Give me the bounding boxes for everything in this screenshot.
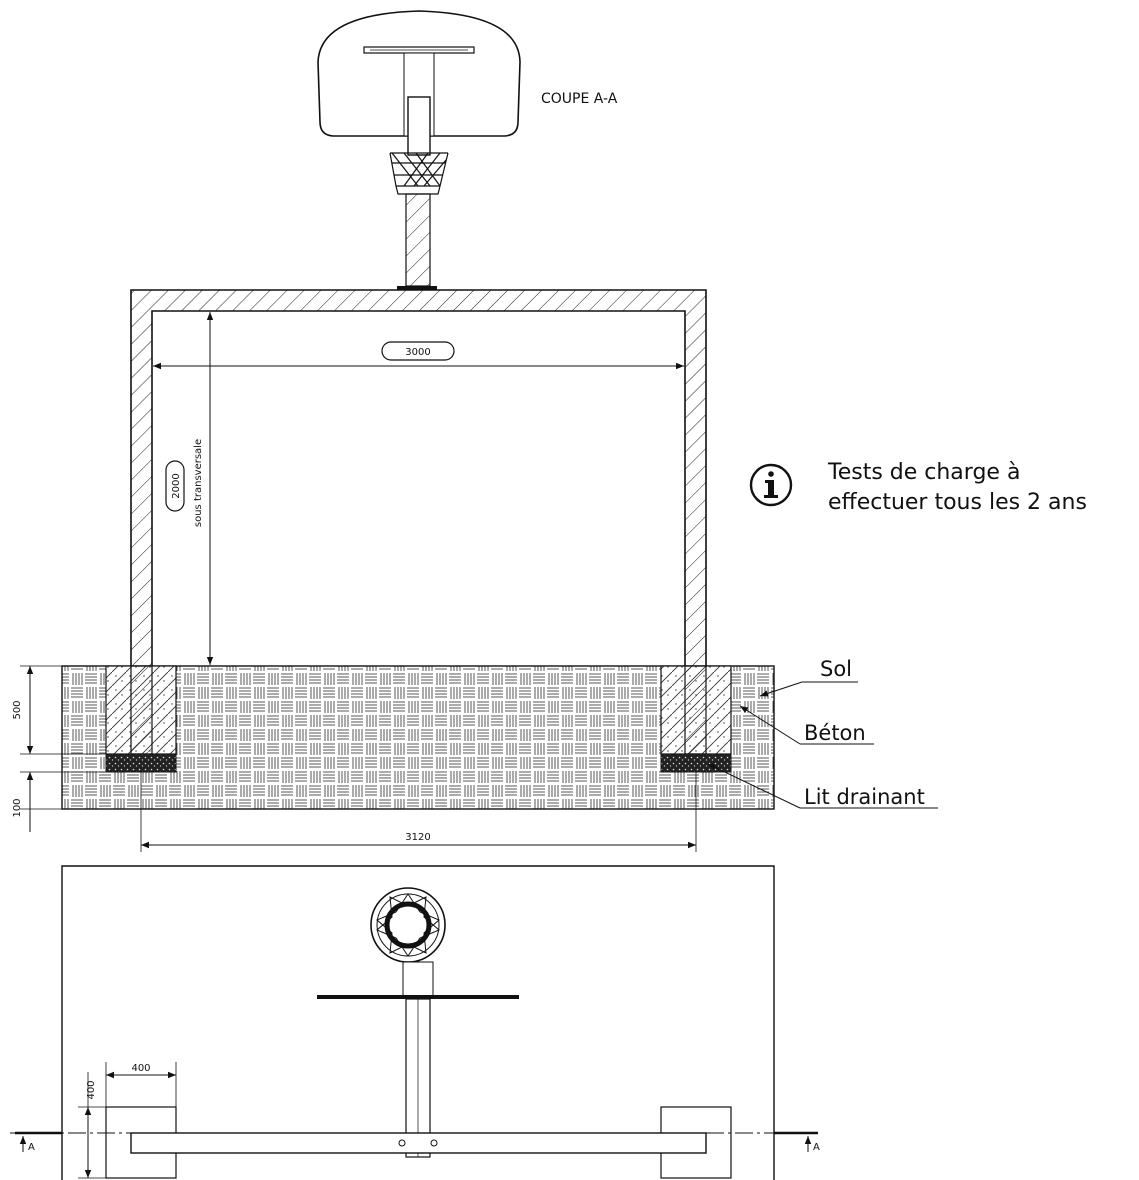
info-note-line2: effectuer tous les 2 ans — [828, 490, 1087, 515]
info-note-line1: Tests de charge à — [827, 460, 1020, 485]
drain-bed-right — [660, 753, 732, 773]
dim-bubble-width-inner — [381, 341, 455, 361]
post-section — [405, 193, 431, 287]
section-mark-right: A — [813, 1142, 820, 1153]
dim-height-clearance: 2000 — [171, 473, 182, 498]
crossbar-plan — [130, 1132, 707, 1154]
label-soil: Sol — [820, 657, 852, 681]
drain-bed-left — [105, 753, 177, 773]
soil-block — [61, 665, 775, 810]
dim-footing-spacing: 3120 — [405, 832, 430, 843]
hoop-plan — [370, 887, 446, 963]
dim-footing-size-plan: 400 — [86, 1080, 97, 1099]
dim-height-note: sous transversale — [193, 439, 204, 527]
post-base-plate — [397, 286, 437, 290]
info-circle-icon — [749, 463, 793, 507]
dim-drain-depth: 100 — [12, 798, 23, 817]
dim-width-inner: 3000 — [405, 347, 430, 358]
section-view: 500 100 3000 2000 sous transversale 3120… — [12, 10, 938, 852]
backboard-plate — [407, 96, 431, 156]
plan-view: A A 400 400 — [10, 865, 820, 1180]
backboard-plan — [317, 995, 519, 999]
dim-footing-size: 400 — [131, 1063, 150, 1074]
section-title: COUPE A-A — [541, 91, 618, 107]
plan-frame — [61, 865, 775, 1180]
label-concrete: Béton — [804, 721, 866, 745]
label-drain-bed: Lit drainant — [804, 785, 925, 809]
dim-footing-depth: 500 — [12, 700, 23, 719]
info-note: Tests de charge à effectuer tous les 2 a… — [749, 460, 1087, 515]
section-mark-left: A — [28, 1142, 35, 1153]
dim-bubble-height-clearance — [165, 460, 185, 512]
basket-net — [389, 152, 449, 195]
